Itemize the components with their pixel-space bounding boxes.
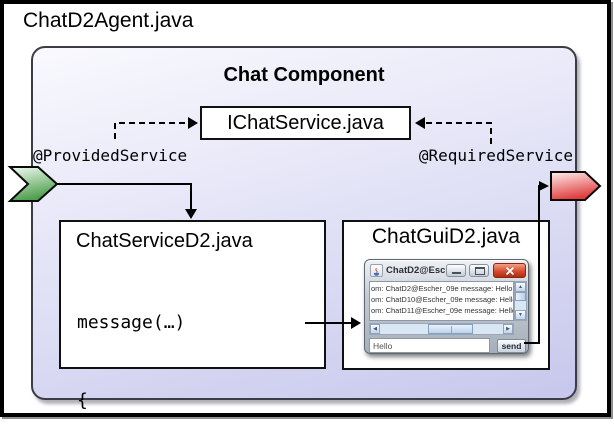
vertical-scrollbar-thumb[interactable] [515, 292, 526, 301]
horizontal-scrollbar[interactable]: ◀ ▶ [369, 323, 514, 335]
required-service-annotation: @RequiredService [418, 146, 573, 165]
service-code-block: message(…) { gui.addMessage(…) } [77, 258, 285, 424]
send-button-label: send [501, 341, 522, 351]
close-icon [494, 264, 525, 277]
scroll-left-icon: ◀ [373, 325, 377, 332]
horizontal-scrollbar-thumb[interactable] [428, 324, 473, 334]
chat-gui-box: ChatGuiD2.java ChatD2@Esch... om: ChatD2… [342, 220, 550, 370]
scroll-up-button[interactable]: ▲ [515, 282, 526, 292]
scroll-up-icon: ▲ [518, 283, 523, 290]
message-row: om: ChatD11@Escher_09e message: Hello [371, 306, 514, 315]
minimize-icon [452, 272, 461, 274]
code-line: { [77, 390, 88, 411]
vertical-scrollbar[interactable]: ▲ ▼ [514, 281, 527, 321]
chat-service-box-title: ChatServiceD2.java [76, 230, 253, 252]
component-title: Chat Component [223, 64, 385, 86]
agent-file-title: ChatD2Agent.java [23, 9, 194, 32]
scrollbar-thumb-tick [450, 326, 452, 333]
minimize-button[interactable] [446, 264, 466, 277]
interface-box-label: IChatService.java [227, 111, 384, 134]
message-input[interactable] [369, 338, 490, 353]
scroll-right-button[interactable]: ▶ [503, 324, 513, 334]
interface-box: IChatService.java [200, 106, 411, 140]
message-list: om: ChatD2@Escher_09e message: Hello om:… [369, 281, 514, 321]
maximize-icon [475, 267, 485, 275]
code-line: message(…) [77, 312, 186, 333]
maximize-button[interactable] [469, 264, 489, 277]
scroll-right-icon: ▶ [506, 325, 510, 332]
chat-window: ChatD2@Esch... om: ChatD2@Escher_09e mes… [364, 259, 529, 354]
scroll-left-button[interactable]: ◀ [370, 324, 380, 334]
chat-service-box: ChatServiceD2.java message(…) { gui.addM… [59, 220, 326, 411]
message-row: om: ChatD2@Escher_09e message: Hello [371, 284, 513, 293]
message-row: om: ChatD10@Escher_09e message: Hello [371, 295, 514, 304]
window-title: ChatD2@Esch... [386, 265, 445, 276]
send-button[interactable]: send [497, 339, 526, 353]
scroll-down-button[interactable]: ▼ [515, 310, 526, 320]
provided-service-annotation: @ProvidedService [33, 146, 188, 165]
chat-gui-box-title: ChatGuiD2.java [371, 225, 521, 248]
java-icon [370, 264, 383, 277]
close-button[interactable] [493, 263, 526, 278]
scroll-down-icon: ▼ [518, 311, 523, 318]
